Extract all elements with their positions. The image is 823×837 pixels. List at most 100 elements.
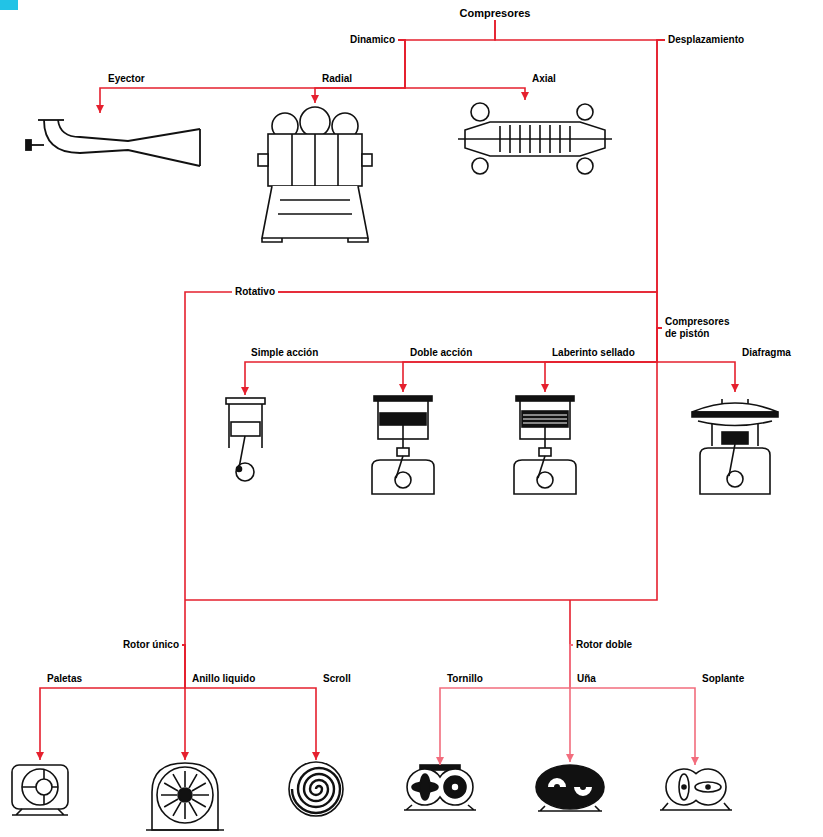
branch-connector [495,20,665,40]
category-node: Compresores de pistón [662,315,742,341]
figure-part [199,129,201,166]
type-label: Eyector [108,73,145,85]
figure-part [362,154,372,166]
figure-part [722,432,748,444]
figure-part [577,158,593,174]
vane-compressor-figure [12,765,68,815]
figure-part [236,463,254,481]
connector-group [40,20,735,765]
category-label: Dinamico [350,34,395,46]
figure-part [22,769,58,805]
compressor-type-box: Uña [533,762,607,812]
figure-part [44,120,200,166]
category-node: Desplazamiento [665,33,747,47]
branch-connector [278,40,665,292]
category-node: Dinamico [347,33,398,47]
figure-part [372,460,434,494]
category-label: Compresores [460,7,531,19]
figure-part [292,768,340,813]
branch-connector [182,645,316,760]
figure-part [395,472,411,488]
figure-part [537,472,553,488]
figure-part [679,774,689,800]
figure-part [539,448,551,456]
compressor-type-box: Doble acción [368,392,438,495]
branch-connector [545,328,662,392]
axial-compressor-figure [458,103,612,174]
type-label: Scroll [323,673,351,685]
type-label: Paletas [47,673,82,685]
figure-part [523,415,567,423]
figure-part [698,421,772,426]
category-label: Rotor doble [576,639,632,651]
figure-part [146,829,224,831]
branch-connector [398,20,495,40]
type-label: Anillo liquido [192,673,255,685]
figure-part [471,103,489,121]
page-tag [0,0,18,10]
type-label: Simple acción [251,347,318,359]
figure-part [500,125,570,153]
figure-part [472,158,488,174]
type-label: Diafragma [742,347,791,359]
figure-part [157,767,213,823]
figure-part [12,809,68,815]
figure-part [420,774,430,800]
figure-part [58,120,200,141]
figure-part [38,119,64,121]
branch-connector [440,645,573,765]
figure-part [574,787,592,796]
type-label: Laberinto sellado [552,347,635,359]
figure-part [522,411,568,427]
compressor-type-box: Scroll [285,760,347,820]
category-node: Rotativo [232,285,278,299]
labyrinth-piston-figure [514,396,576,494]
branch-connector [40,645,185,760]
type-label: Radial [322,73,352,85]
liquid-ring-figure [146,763,224,830]
figure-part [229,404,262,448]
figure-part [278,200,352,214]
compressor-type-box: Radial [255,103,375,243]
figure-part [178,788,192,802]
figure-part [300,107,330,137]
branch-connector [570,645,695,765]
branch-connector [657,40,665,328]
figure-part [538,806,602,811]
figure-part [397,448,409,456]
figure-part [380,413,426,425]
radial-compressor-figure [258,107,372,242]
figure-part [695,782,721,792]
screw-compressor-figure [404,765,476,810]
branch-connector [100,40,405,113]
compressor-type-box: Simple acción [218,395,273,490]
branch-connector [403,328,662,392]
compressor-type-box: Laberinto sellado [510,392,580,495]
category-label: Compresores de pistón [665,316,739,340]
category-label: Rotativo [235,286,275,298]
figure-part [152,763,218,830]
figure-part [161,771,209,819]
figure-part [682,785,686,789]
figure-part [268,134,362,186]
figure-part [258,154,268,166]
lobe-blower-figure [660,769,732,810]
type-label: Doble acción [410,347,472,359]
figure-part [30,144,44,146]
claw-compressor-figure [536,765,604,811]
type-label: Soplante [702,673,744,685]
compressor-type-box: Axial [455,100,615,175]
diaphragm-compressor-figure [692,399,778,494]
category-label: Desplazamiento [668,34,744,46]
type-label: Uña [577,673,596,685]
compressor-type-box: Anillo liquido [145,760,225,832]
figure-part [237,467,242,472]
ejector-figure [26,120,200,166]
figure-part [404,805,476,810]
figure-part [700,448,770,494]
figure-part [712,423,758,446]
branch-connector [315,40,405,103]
